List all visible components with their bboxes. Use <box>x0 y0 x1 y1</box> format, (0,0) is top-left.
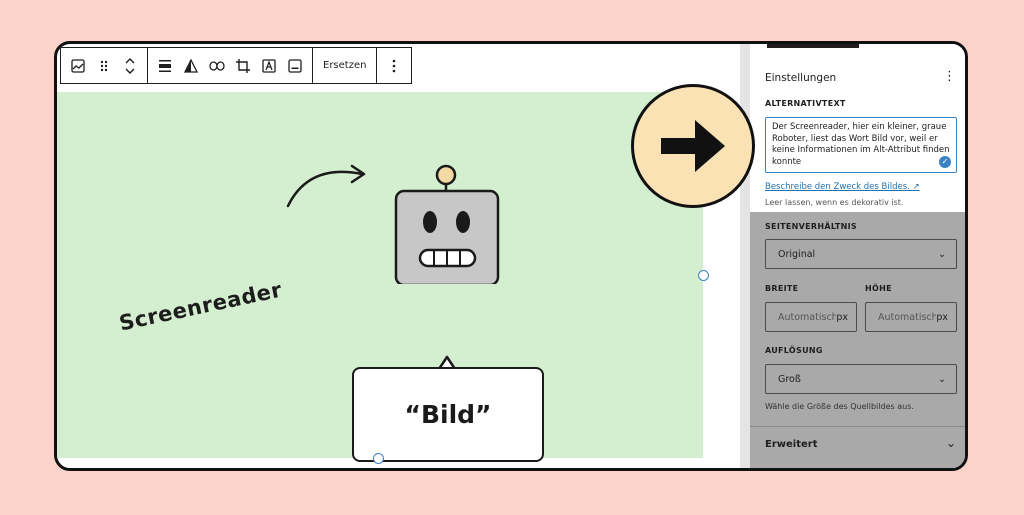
resolution-select[interactable]: Groß ⌄ <box>765 364 957 394</box>
image-block[interactable]: Screenreader “Bild” <box>57 92 703 462</box>
speech-bubble: “Bild” <box>352 367 544 462</box>
duotone-icon[interactable] <box>178 51 204 81</box>
height-label: HÖHE <box>865 284 892 293</box>
alt-text-value: Der Screenreader, hier ein kleiner, grau… <box>772 122 950 167</box>
curved-arrow-icon <box>286 164 366 208</box>
sidebar-title: Einstellungen <box>765 72 837 84</box>
toolbar-group-tools <box>148 48 313 83</box>
link-icon[interactable] <box>204 51 230 81</box>
resolution-value: Groß <box>778 373 801 385</box>
active-tab-bar <box>767 44 859 48</box>
arrow-right-icon <box>661 120 725 172</box>
alt-text-help-link[interactable]: Beschreibe den Zweck des Bildes. ↗ <box>765 182 920 192</box>
advanced-panel-toggle[interactable]: Erweitert <box>765 439 818 450</box>
align-icon[interactable] <box>152 51 178 81</box>
caption-icon[interactable] <box>282 51 308 81</box>
screenreader-label: Screenreader <box>117 277 285 336</box>
alt-text-field[interactable]: Der Screenreader, hier ein kleiner, grau… <box>765 117 957 173</box>
move-arrows-icon[interactable] <box>117 51 143 81</box>
sidebar-more-icon[interactable]: ⋮ <box>943 69 956 84</box>
alt-text-help: Leer lassen, wenn es dekorativ ist. <box>765 198 904 207</box>
aspect-ratio-label: SEITENVERHÄLTNIS <box>765 222 857 231</box>
aspect-ratio-value: Original <box>778 248 816 260</box>
resolution-label: AUFLÖSUNG <box>765 346 823 355</box>
height-input[interactable]: Automatisch px <box>865 302 957 332</box>
chevron-down-icon[interactable]: ⌄ <box>945 436 956 450</box>
robot-illustration <box>394 164 500 284</box>
toolbar-group-more <box>377 48 411 83</box>
sidebar-divider <box>750 426 965 427</box>
toolbar-group-replace: Ersetzen <box>313 48 378 83</box>
chevron-down-icon: ⌄ <box>938 248 946 260</box>
bubble-tail-icon <box>437 355 457 370</box>
width-placeholder: Automatisch <box>778 311 836 323</box>
alt-text-label: ALTERNATIVTEXT <box>765 99 846 108</box>
sidebar-alt-panel: Einstellungen ⋮ ALTERNATIVTEXT Der Scree… <box>750 44 965 212</box>
resize-handle-right[interactable] <box>698 270 709 281</box>
resize-handle-bottom[interactable] <box>373 453 384 464</box>
editor-window: Screenreader “Bild” <box>54 41 968 471</box>
arrow-callout <box>631 84 755 208</box>
text-overlay-icon[interactable] <box>256 51 282 81</box>
replace-button[interactable]: Ersetzen <box>323 60 367 71</box>
toolbar-group-block <box>61 48 148 83</box>
block-toolbar: Ersetzen <box>60 47 413 84</box>
width-unit: px <box>836 311 848 323</box>
drag-handle-icon[interactable] <box>91 51 117 81</box>
resolution-help: Wähle die Größe des Quellbildes aus. <box>765 402 914 411</box>
aspect-ratio-select[interactable]: Original ⌄ <box>765 239 957 269</box>
check-icon: ✓ <box>939 156 951 168</box>
width-input[interactable]: Automatisch px <box>765 302 857 332</box>
more-options-icon[interactable] <box>381 51 407 81</box>
image-icon[interactable] <box>65 51 91 81</box>
height-placeholder: Automatisch <box>878 311 936 323</box>
settings-sidebar: Einstellungen ⋮ ALTERNATIVTEXT Der Scree… <box>750 44 965 468</box>
crop-icon[interactable] <box>230 51 256 81</box>
bubble-text: “Bild” <box>404 400 492 429</box>
editor-scrollbar[interactable] <box>740 44 750 468</box>
height-unit: px <box>936 311 948 323</box>
chevron-down-icon: ⌄ <box>938 373 946 385</box>
width-label: BREITE <box>765 284 799 293</box>
